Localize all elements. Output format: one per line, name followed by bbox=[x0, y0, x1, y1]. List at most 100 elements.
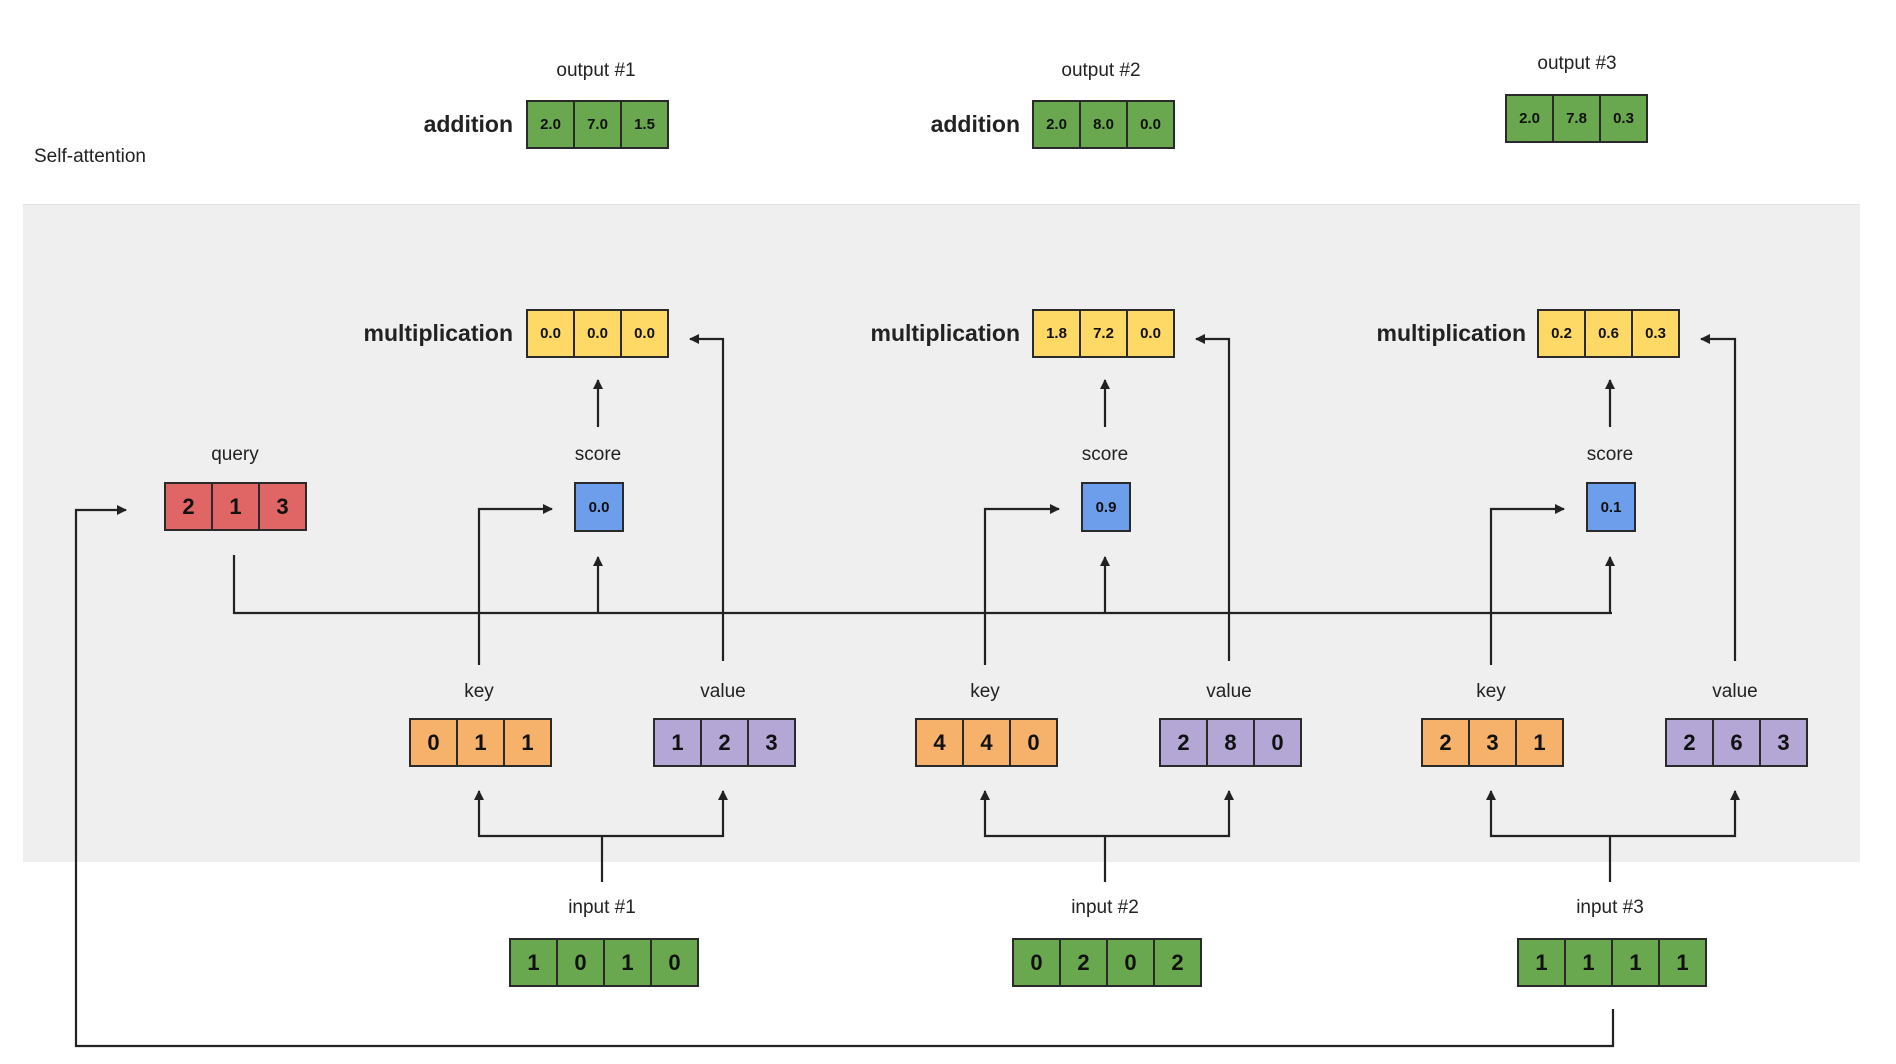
input-vector-cell: 0 bbox=[650, 938, 699, 987]
score-box: 0.9 bbox=[1081, 482, 1131, 532]
panel-title: Self-attention bbox=[34, 146, 146, 167]
value-vector-cell: 0 bbox=[1253, 718, 1302, 767]
value-vector-cell: 1 bbox=[653, 718, 702, 767]
key-vector-cell: 0 bbox=[1009, 718, 1058, 767]
input-label: input #3 bbox=[1576, 897, 1644, 918]
multiplication-vector-cell: 0.0 bbox=[620, 309, 669, 358]
multiplication-vector-cell: 1.8 bbox=[1032, 309, 1081, 358]
key-vector-cell: 2 bbox=[1421, 718, 1470, 767]
input-label: input #1 bbox=[568, 897, 636, 918]
key-to-score-arrow bbox=[983, 504, 1060, 665]
input-vector-cell: 1 bbox=[1564, 938, 1613, 987]
value-vector-cell: 3 bbox=[747, 718, 796, 767]
output-label: output #1 bbox=[556, 60, 636, 81]
output-vector-cell: 0.0 bbox=[1126, 100, 1175, 149]
input-to-value-arrow bbox=[1610, 790, 1740, 838]
input-label: input #2 bbox=[1071, 897, 1139, 918]
input-to-key-arrow bbox=[1486, 790, 1610, 838]
key-vector-cell: 1 bbox=[503, 718, 552, 767]
input-vector-cell: 0 bbox=[1106, 938, 1155, 987]
query-label: query bbox=[211, 444, 259, 465]
multiplication-vector-cell: 7.2 bbox=[1079, 309, 1128, 358]
input-vector-cell: 1 bbox=[603, 938, 652, 987]
value-to-multiplication-arrow bbox=[1700, 334, 1737, 661]
key-label: key bbox=[464, 681, 494, 702]
score-box: 0.0 bbox=[574, 482, 624, 532]
multiplication-vector-cell: 0.2 bbox=[1537, 309, 1586, 358]
input-to-key-arrow bbox=[980, 790, 1105, 838]
output-label: output #3 bbox=[1537, 53, 1617, 74]
input-vector-cell: 1 bbox=[1658, 938, 1707, 987]
value-to-multiplication-arrow bbox=[1195, 334, 1231, 661]
multiplication-label: multiplication bbox=[870, 320, 1021, 346]
key-to-score-arrow bbox=[477, 504, 553, 665]
input-vector-cell: 1 bbox=[1517, 938, 1566, 987]
value-label: value bbox=[1206, 681, 1252, 702]
key-vector-cell: 4 bbox=[962, 718, 1011, 767]
input-vector-cell: 0 bbox=[556, 938, 605, 987]
output-vector-cell: 2.0 bbox=[1505, 94, 1554, 143]
value-vector-cell: 2 bbox=[1665, 718, 1714, 767]
value-vector-cell: 3 bbox=[1759, 718, 1808, 767]
key-vector-cell: 1 bbox=[456, 718, 505, 767]
query-vector-cell: 2 bbox=[164, 482, 213, 531]
key-vector-cell: 0 bbox=[409, 718, 458, 767]
score-box-cell: 0.1 bbox=[1586, 482, 1636, 532]
output-vector-cell: 7.0 bbox=[573, 100, 622, 149]
addition-label: addition bbox=[930, 111, 1020, 137]
score-box-cell: 0.0 bbox=[574, 482, 624, 532]
output-label: output #2 bbox=[1061, 60, 1141, 81]
input-vector-cell: 1 bbox=[1611, 938, 1660, 987]
input-vector-cell: 2 bbox=[1059, 938, 1108, 987]
output-vector-cell: 8.0 bbox=[1079, 100, 1128, 149]
input-to-value-arrow bbox=[1105, 790, 1234, 838]
query-vector-cell: 1 bbox=[211, 482, 260, 531]
key-vector-cell: 4 bbox=[915, 718, 964, 767]
input-vector-cell: 2 bbox=[1153, 938, 1202, 987]
value-label: value bbox=[1712, 681, 1758, 702]
value-vector-cell: 2 bbox=[700, 718, 749, 767]
value-vector-cell: 2 bbox=[1159, 718, 1208, 767]
score-box: 0.1 bbox=[1586, 482, 1636, 532]
output-vector-cell: 2.0 bbox=[526, 100, 575, 149]
input-to-value-arrow bbox=[602, 790, 728, 838]
key-to-score-arrow bbox=[1489, 504, 1565, 665]
output-vector-cell: 2.0 bbox=[1032, 100, 1081, 149]
value-vector-cell: 6 bbox=[1712, 718, 1761, 767]
key-label: key bbox=[1476, 681, 1506, 702]
score-label: score bbox=[1081, 444, 1129, 465]
query-vector-cell: 3 bbox=[258, 482, 307, 531]
output-vector-cell: 7.8 bbox=[1552, 94, 1601, 143]
multiplication-vector-cell: 0.6 bbox=[1584, 309, 1633, 358]
output-vector-cell: 0.3 bbox=[1599, 94, 1648, 143]
multiplication-label: multiplication bbox=[363, 320, 514, 346]
query-bus-line bbox=[232, 555, 1612, 615]
input-vector-cell: 0 bbox=[1012, 938, 1061, 987]
value-label: value bbox=[700, 681, 746, 702]
key-vector-cell: 3 bbox=[1468, 718, 1517, 767]
multiplication-vector-cell: 0.0 bbox=[1126, 309, 1175, 358]
addition-label: addition bbox=[423, 111, 513, 137]
value-to-multiplication-arrow bbox=[689, 334, 725, 661]
input-to-query-arrow bbox=[74, 505, 1615, 1048]
multiplication-vector-cell: 0.0 bbox=[573, 309, 622, 358]
key-label: key bbox=[970, 681, 1000, 702]
